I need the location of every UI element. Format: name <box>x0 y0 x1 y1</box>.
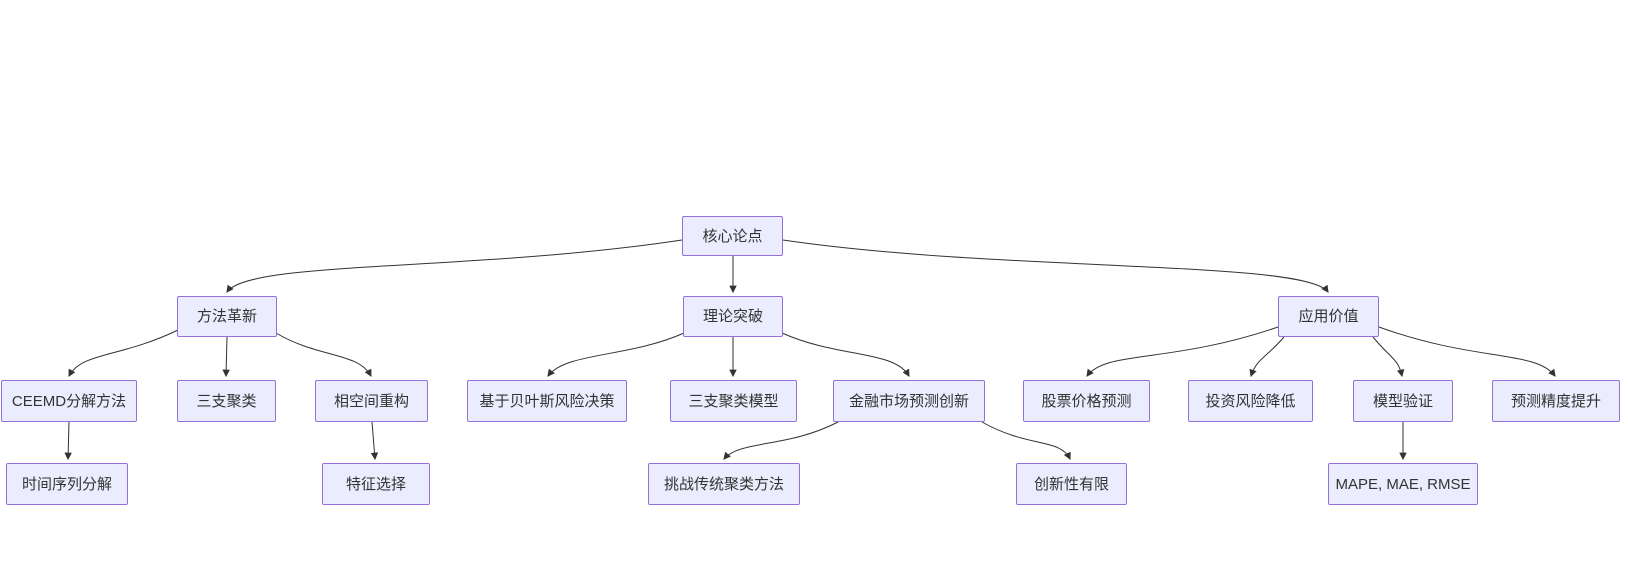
node-ceemd-decomposition: CEEMD分解方法 <box>1 380 137 422</box>
edge-application-value-to-forecast-accuracy <box>1378 326 1556 377</box>
edge-core-thesis-to-method-innovation <box>226 239 683 293</box>
node-label: 三支聚类 <box>196 392 257 410</box>
node-label: 创新性有限 <box>1033 475 1109 493</box>
node-phase-space: 相空间重构 <box>315 380 428 422</box>
node-limited-innovation: 创新性有限 <box>1016 463 1127 505</box>
node-label: 金融市场预测创新 <box>848 392 969 410</box>
node-label: 方法革新 <box>196 308 257 325</box>
node-bayes-risk-decision: 基于贝叶斯风险决策 <box>467 380 627 422</box>
node-model-validation: 模型验证 <box>1353 380 1453 422</box>
edge-finance-forecast-to-limited-innovation <box>981 421 1071 461</box>
edge-ceemd-decomposition-to-time-series-decomp <box>64 421 72 461</box>
node-label: MAPE, MAE, RMSE <box>1335 475 1471 493</box>
node-method-innovation: 方法革新 <box>177 296 277 337</box>
node-theory-breakthrough: 理论突破 <box>683 296 783 337</box>
edge-phase-space-to-feature-selection <box>370 421 379 461</box>
node-label: 特征选择 <box>345 475 406 493</box>
node-label: 股票价格预测 <box>1041 392 1132 410</box>
edge-theory-breakthrough-to-bayes-risk-decision <box>547 332 685 377</box>
node-three-way-model: 三支聚类模型 <box>670 380 797 422</box>
node-label: 挑战传统聚类方法 <box>663 475 784 493</box>
node-label: 核心论点 <box>702 227 763 245</box>
node-label: 三支聚类模型 <box>688 392 779 410</box>
node-challenge-clustering: 挑战传统聚类方法 <box>648 463 800 505</box>
node-label: 理论突破 <box>702 308 763 325</box>
node-investment-risk: 投资风险降低 <box>1188 380 1313 422</box>
node-finance-forecast: 金融市场预测创新 <box>833 380 985 422</box>
node-label: 相空间重构 <box>333 392 409 410</box>
edge-theory-breakthrough-to-finance-forecast <box>781 332 910 377</box>
edge-application-value-to-investment-risk <box>1249 336 1285 378</box>
node-label: 基于贝叶斯风险决策 <box>479 392 615 410</box>
edge-core-thesis-to-application-value <box>782 239 1329 293</box>
node-label: 预测精度提升 <box>1510 392 1601 410</box>
node-label: CEEMD分解方法 <box>11 392 127 410</box>
edge-application-value-to-model-validation <box>1372 336 1405 378</box>
edge-method-innovation-to-three-way-clustering <box>222 336 230 378</box>
node-metrics: MAPE, MAE, RMSE <box>1328 463 1478 505</box>
node-application-value: 应用价值 <box>1278 296 1379 337</box>
edge-method-innovation-to-ceemd-decomposition <box>68 329 179 377</box>
node-time-series-decomp: 时间序列分解 <box>6 463 128 505</box>
node-label: 投资风险降低 <box>1205 392 1296 410</box>
edge-finance-forecast-to-challenge-clustering <box>723 421 839 460</box>
node-core-thesis: 核心论点 <box>682 216 783 256</box>
node-label: 时间序列分解 <box>21 475 112 493</box>
node-label: 应用价值 <box>1298 308 1359 325</box>
edge-application-value-to-stock-price <box>1086 326 1279 377</box>
node-stock-price: 股票价格预测 <box>1023 380 1150 422</box>
node-feature-selection: 特征选择 <box>322 463 430 505</box>
node-label: 模型验证 <box>1372 392 1433 410</box>
edge-method-innovation-to-phase-space <box>275 332 372 377</box>
node-three-way-clustering: 三支聚类 <box>177 380 276 422</box>
node-forecast-accuracy: 预测精度提升 <box>1492 380 1620 422</box>
